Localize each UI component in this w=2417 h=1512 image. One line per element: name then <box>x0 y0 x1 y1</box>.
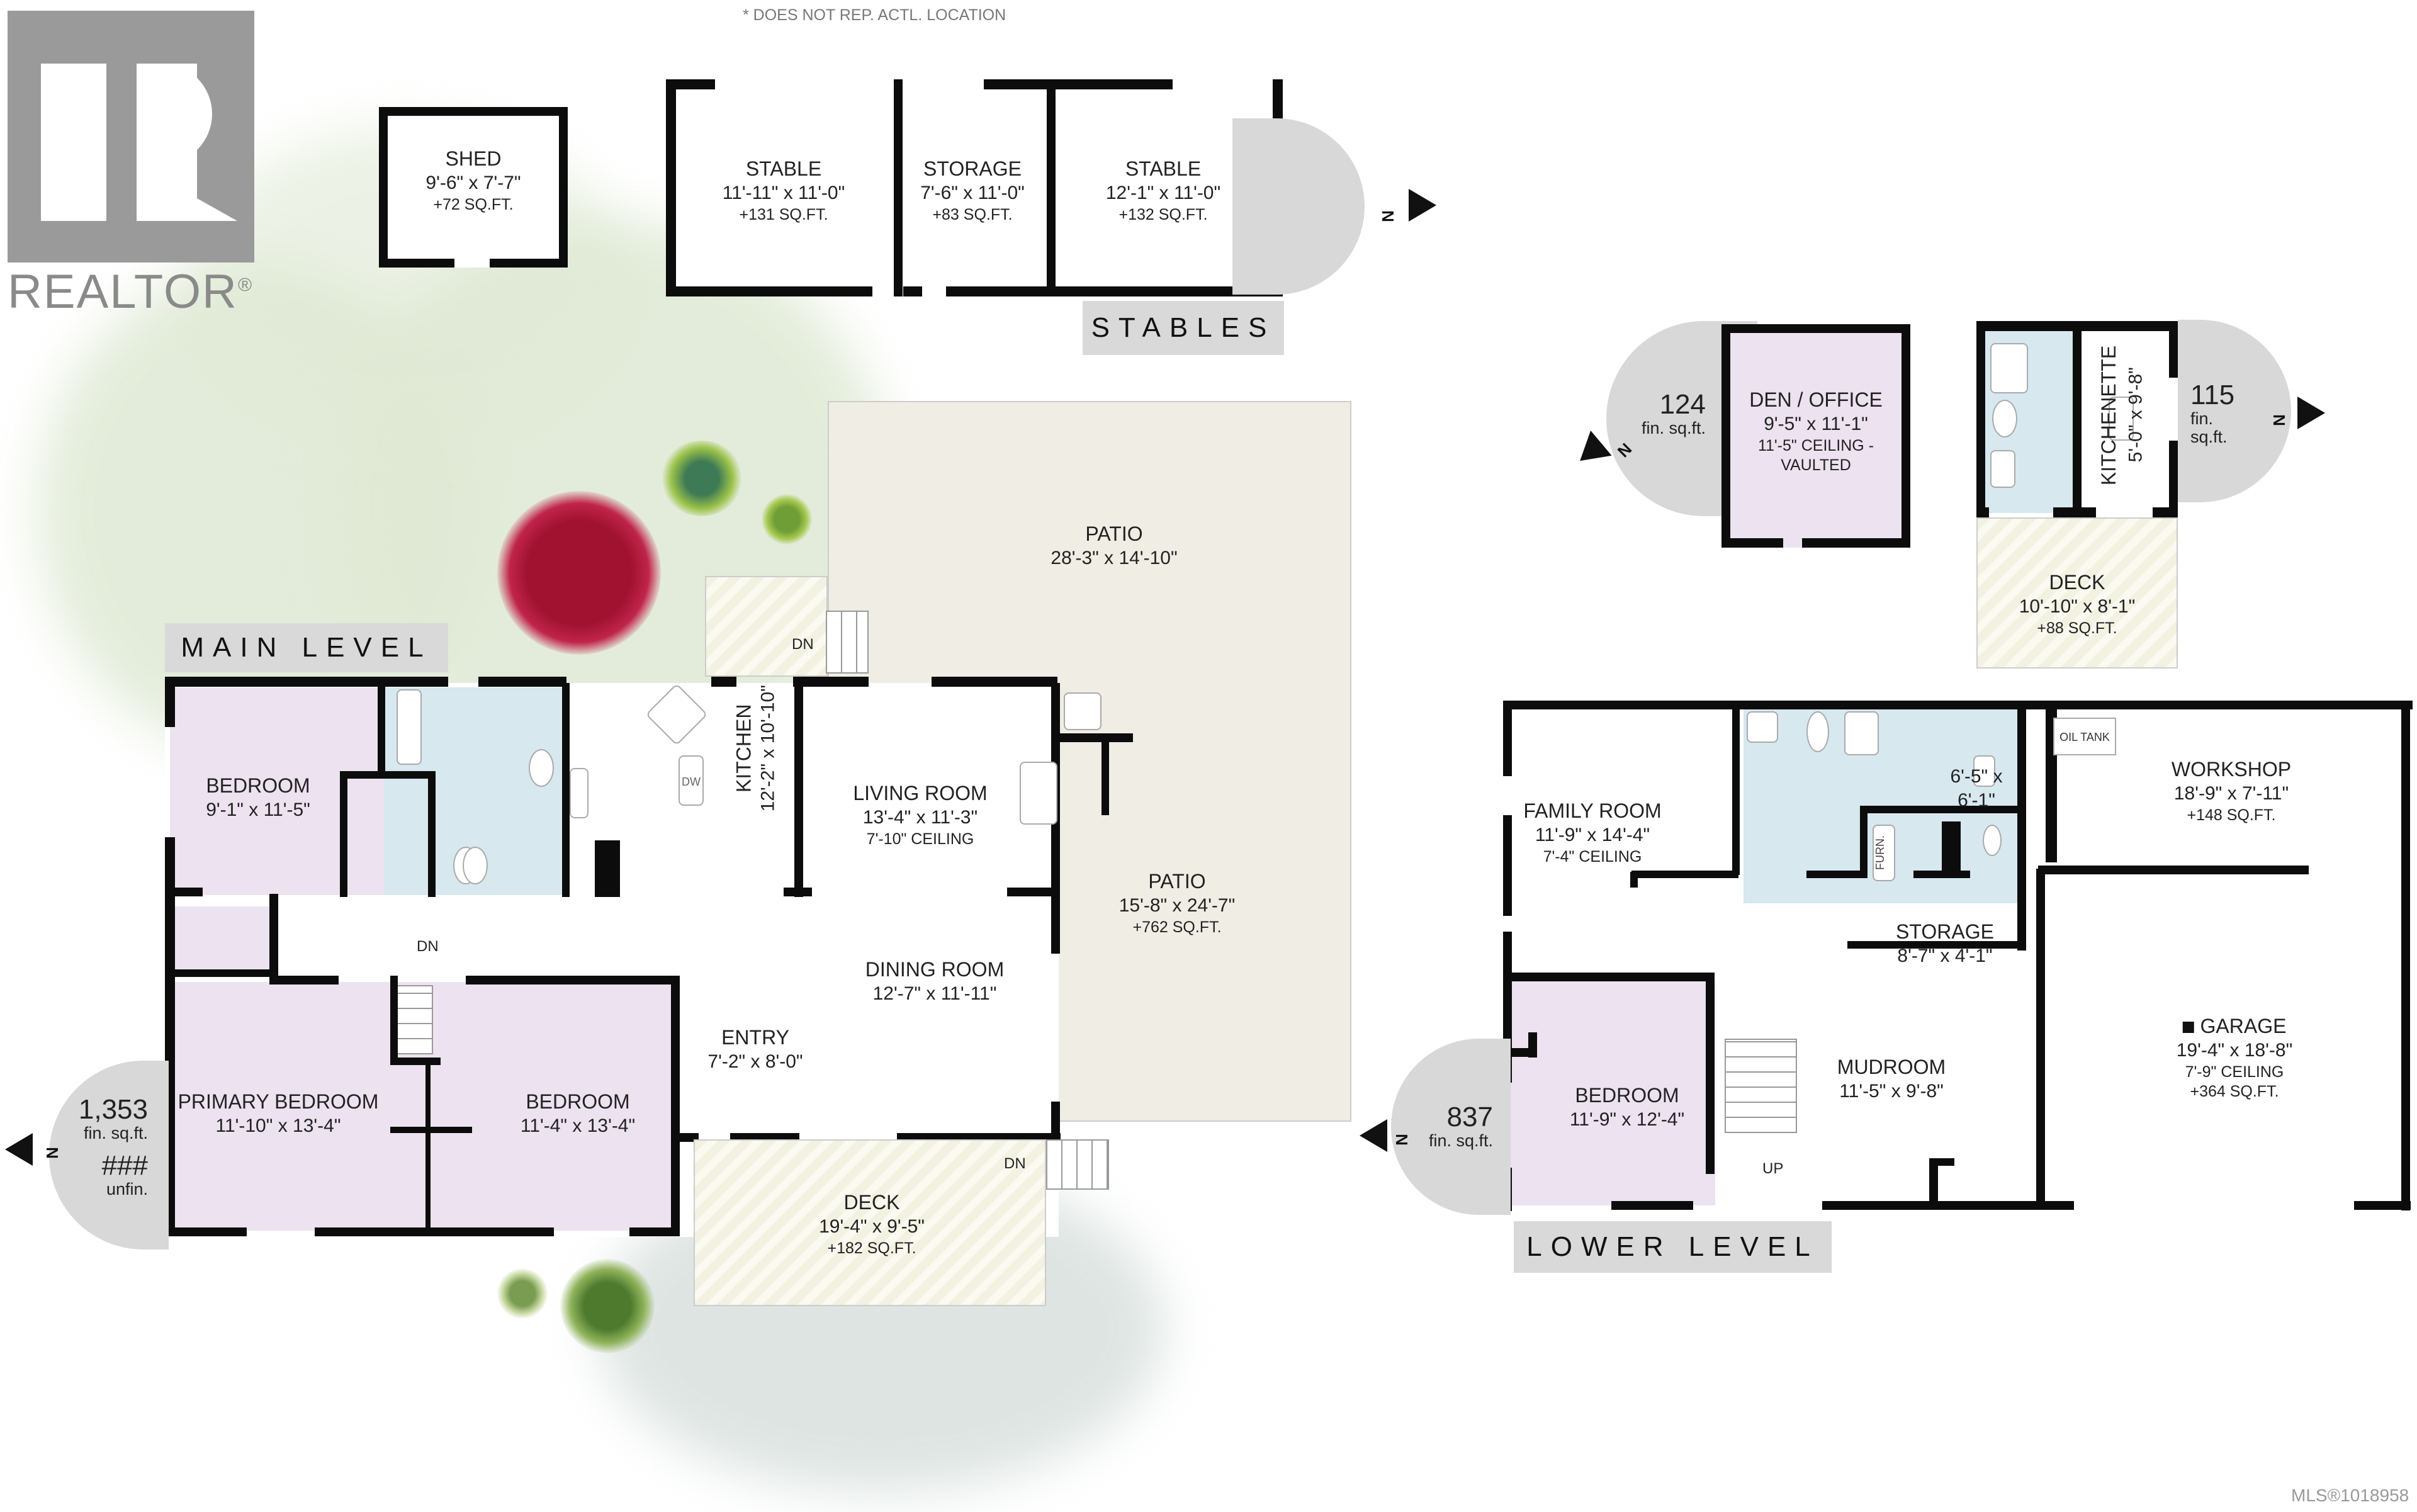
water-heater-icon <box>1983 825 2002 856</box>
kitchen-landing <box>705 576 828 677</box>
furnace-box: FURN. <box>1873 825 1895 881</box>
stove-icon <box>570 768 589 818</box>
bathtub-icon <box>397 689 422 765</box>
stairs-dn <box>826 611 869 674</box>
lower-bedroom <box>1507 979 1715 1205</box>
bedroom-1 <box>170 687 384 895</box>
shrub-icon <box>762 494 812 544</box>
fireplace-icon <box>1020 762 1057 825</box>
stables-tag: STABLES <box>1083 301 1284 355</box>
realtor-logo-text: REALTOR® <box>8 265 254 319</box>
shower-icon <box>1844 711 1879 755</box>
north-arrow-icon <box>1360 1119 1387 1152</box>
red-tree-icon <box>497 491 661 655</box>
north-arrow-icon <box>5 1133 33 1166</box>
main-level-tag: MAIN LEVEL <box>165 623 448 672</box>
sink-icon <box>1747 711 1778 743</box>
sink-icon <box>529 749 554 787</box>
den-office-room <box>1721 324 1910 548</box>
lower-level-tag: LOWER LEVEL <box>1514 1221 1832 1273</box>
oil-tank-box: OIL TANK <box>2053 718 2116 755</box>
shrub-icon <box>661 441 743 516</box>
stables-compass-badge <box>1232 118 1365 295</box>
stairs-up-icon <box>1725 1039 1797 1133</box>
chimney <box>1942 821 1961 878</box>
north-arrow-icon <box>1409 189 1436 222</box>
disclaimer-text: * DOES NOT REP. ACTL. LOCATION <box>743 6 1006 24</box>
shrub-icon <box>497 1268 548 1319</box>
north-arrow-icon <box>1569 430 1612 474</box>
shower-icon <box>1990 343 2028 393</box>
toilet-icon <box>1992 400 2017 437</box>
tree-icon <box>560 1259 655 1353</box>
bedroom-2-area <box>384 982 680 1231</box>
fireplace-icon <box>1064 692 1101 730</box>
main-deck <box>694 1139 1046 1306</box>
dishwasher-icon: DW <box>679 755 704 806</box>
shed <box>379 107 568 268</box>
north-arrow-icon <box>2297 397 2325 429</box>
toilet-icon <box>1806 711 1829 752</box>
kitchenette-label: KITCHENETTE <box>2097 345 2120 486</box>
closet <box>170 906 271 976</box>
deck-stairs <box>1046 1139 1109 1190</box>
mls-number: MLS®1018958 <box>2291 1486 2409 1505</box>
stairs-down-icon <box>395 985 433 1054</box>
stables-building <box>667 82 1284 296</box>
kitchenette-dims: 5'-0" x 9'-8" <box>2125 367 2146 463</box>
realtor-logo-mark <box>8 11 254 262</box>
primary-bedroom <box>170 982 384 1231</box>
toilet-icon <box>463 847 488 884</box>
sink-icon <box>1990 450 2015 488</box>
laundry-icon <box>1973 755 1995 787</box>
kitchenette-deck <box>1976 517 2178 669</box>
garage-marker-icon <box>2182 1022 2194 1033</box>
kitchenette-sink-icon <box>2109 397 2134 441</box>
